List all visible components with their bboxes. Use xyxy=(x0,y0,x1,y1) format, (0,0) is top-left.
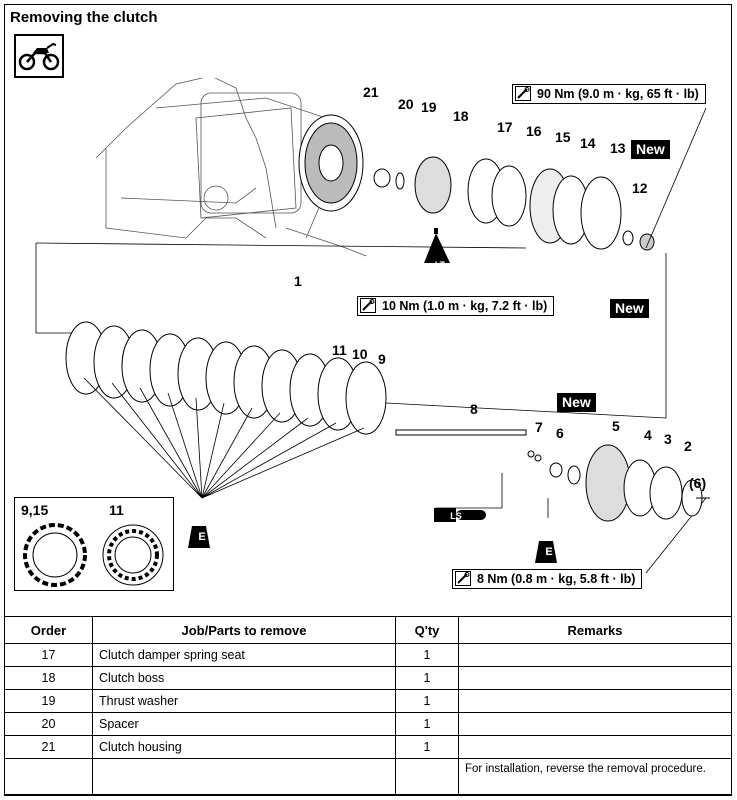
pressure-plate-assembly xyxy=(585,444,710,522)
part-number: 20 xyxy=(398,96,414,112)
table-row: 19 Thrust washer 1 xyxy=(4,689,732,713)
table-row: For installation, reverse the removal pr… xyxy=(4,758,732,795)
remarks-cell: For installation, reverse the removal pr… xyxy=(458,758,732,795)
torque-spec-10: 10 Nm (1.0 m · kg, 7.2 ft · lb) xyxy=(357,296,555,316)
qty-cell xyxy=(395,758,459,795)
part-number: 1 xyxy=(294,273,302,289)
table-row: 20 Spacer 1 xyxy=(4,712,732,736)
torque-value-10: 10 Nm (1.0 m · kg, 7.2 ft · lb) xyxy=(382,299,548,313)
clutch-plate-stack xyxy=(65,321,387,435)
order-cell: 17 xyxy=(4,643,93,667)
col-header-qty: Q'ty xyxy=(395,616,459,644)
part-number: 6 xyxy=(556,425,564,441)
part-number: (6) xyxy=(689,475,707,491)
remarks-cell xyxy=(458,643,732,667)
part-number: 19 xyxy=(421,99,437,115)
col-header-remarks: Remarks xyxy=(458,616,732,644)
clutch-boss-18 xyxy=(414,156,452,214)
removal-procedure-table: Order Job/Parts to remove Q'ty Remarks 1… xyxy=(4,616,732,795)
part-number: 10 xyxy=(352,346,368,362)
order-cell xyxy=(4,758,93,795)
ls-symbol: LS xyxy=(450,511,462,521)
spacer-20 xyxy=(373,168,391,188)
grease-gun-icon xyxy=(434,508,486,522)
wire-circlip-13 xyxy=(580,176,622,250)
damper-spring-16 xyxy=(491,165,527,227)
part-number: 14 xyxy=(580,135,596,151)
part-number: 7 xyxy=(535,419,543,435)
leader-lines xyxy=(35,107,707,574)
job-cell: Clutch housing xyxy=(92,735,396,759)
clutch-exploded-diagram xyxy=(35,78,710,574)
thrust-washer-19 xyxy=(395,172,405,190)
part-number: 18 xyxy=(453,108,469,124)
torque-value-90: 90 Nm (9.0 m · kg, 65 ft · lb) xyxy=(537,87,699,101)
plate-legend-drawings xyxy=(23,523,164,587)
part-number: 13 xyxy=(610,140,626,156)
part-number: 21 xyxy=(363,84,379,100)
clutch-housing-21 xyxy=(298,114,364,212)
torque-spec-90: 90 Nm (9.0 m · kg, 65 ft · lb) xyxy=(512,84,706,104)
table-header-row: Order Job/Parts to remove Q'ty Remarks xyxy=(4,616,732,644)
order-cell: 19 xyxy=(4,689,93,713)
new-tag-12: New xyxy=(610,299,649,318)
qty-cell: 1 xyxy=(395,666,459,690)
remarks-cell xyxy=(458,712,732,736)
remarks-cell xyxy=(458,666,732,690)
lock-washer-12 xyxy=(622,230,634,246)
remarks-cell xyxy=(458,735,732,759)
remarks-cell xyxy=(458,689,732,713)
part-number: 16 xyxy=(526,123,542,139)
job-cell: Clutch boss xyxy=(92,666,396,690)
motorcycle-icon xyxy=(14,34,64,78)
new-tag-13: New xyxy=(631,140,670,159)
order-cell: 18 xyxy=(4,666,93,690)
torque-value-8: 8 Nm (0.8 m · kg, 5.8 ft · lb) xyxy=(477,572,636,586)
torque-spec-8: 8 Nm (0.8 m · kg, 5.8 ft · lb) xyxy=(452,569,643,589)
plate-legend: 9,15 11 xyxy=(14,497,174,591)
wrench-icon xyxy=(360,298,376,313)
part-number: 9 xyxy=(378,351,386,367)
e-symbol-left: E xyxy=(198,531,206,543)
part-number: 11 xyxy=(332,342,347,358)
page-frame xyxy=(4,4,732,796)
e-symbol-right: E xyxy=(545,546,553,558)
wrench-icon xyxy=(455,571,471,586)
table-row: 21 Clutch housing 1 xyxy=(4,735,732,759)
job-cell: Clutch damper spring seat xyxy=(92,643,396,667)
table-row: 17 Clutch damper spring seat 1 xyxy=(4,643,732,667)
lt-symbol: LT xyxy=(434,260,446,270)
part-number: 15 xyxy=(555,129,571,145)
job-cell: Spacer xyxy=(92,712,396,736)
order-cell: 20 xyxy=(4,712,93,736)
part-number: 12 xyxy=(632,180,648,196)
part-number: 8 xyxy=(470,401,478,417)
col-header-order: Order xyxy=(4,616,93,644)
qty-cell: 1 xyxy=(395,735,459,759)
pushrod-assembly-8 xyxy=(395,429,581,485)
part-number: 3 xyxy=(664,431,672,447)
clutch-boss-nut xyxy=(639,233,655,251)
order-cell: 21 xyxy=(4,735,93,759)
part-number: 4 xyxy=(644,427,652,443)
qty-cell: 1 xyxy=(395,689,459,713)
part-number: 5 xyxy=(612,418,620,434)
job-cell: Thrust washer xyxy=(92,689,396,713)
legend-label-right: 11 xyxy=(109,502,124,518)
part-number: 2 xyxy=(684,438,692,454)
qty-cell: 1 xyxy=(395,643,459,667)
threadlock-bottle-icon xyxy=(424,228,450,263)
col-header-job: Job/Parts to remove xyxy=(92,616,396,644)
job-cell xyxy=(92,758,396,795)
legend-label-left: 9,15 xyxy=(21,502,49,518)
new-tag-7: New xyxy=(557,393,596,412)
wrench-icon xyxy=(515,86,531,101)
qty-cell: 1 xyxy=(395,712,459,736)
table-row: 18 Clutch boss 1 xyxy=(4,666,732,690)
engine-oil-icon xyxy=(188,526,557,563)
page-title: Removing the clutch xyxy=(10,9,158,26)
part-number: 17 xyxy=(497,119,513,135)
